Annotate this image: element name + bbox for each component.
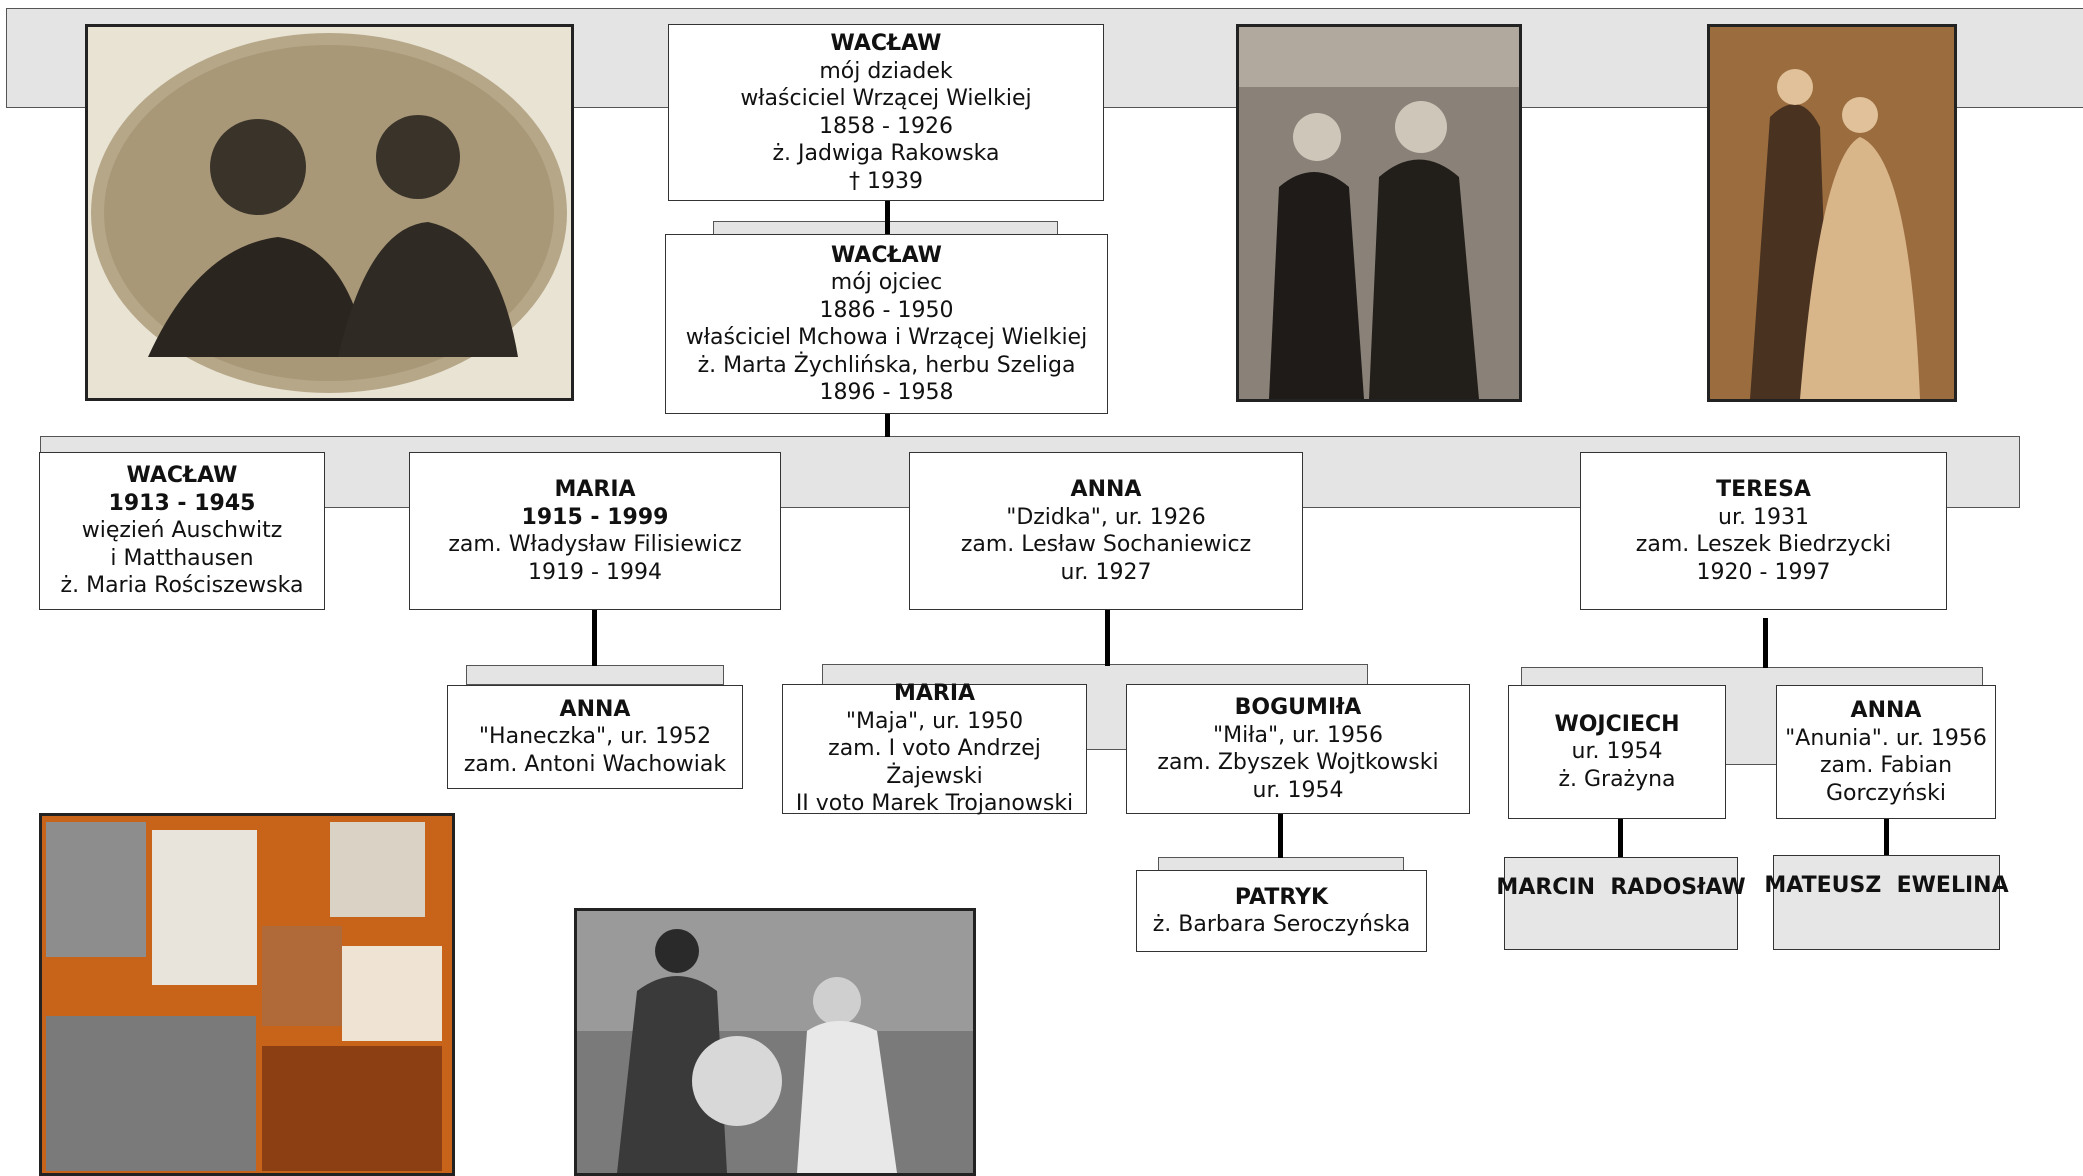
person-line: ur. 1954	[1252, 777, 1344, 803]
person-line: ż. Marta Żychlińska, herbu Szeliga	[697, 352, 1076, 378]
person-line: 1919 - 1994	[528, 559, 662, 585]
person-line: zam. Władysław Filisiewicz	[448, 532, 742, 557]
person-line: "Maja", ur. 1950	[845, 708, 1024, 734]
connector-anna-children	[1105, 610, 1110, 666]
person-box-grandchild-bogumila: BOGUMIłA "Miła", ur. 1956 zam. Zbyszek W…	[1126, 684, 1470, 814]
person-line: 1896 - 1958	[819, 380, 954, 405]
photo-couple-sepia	[1707, 24, 1957, 402]
photo-collage-family	[39, 813, 455, 1176]
person-line: zam. Zbyszek Wojtkowski	[1157, 750, 1439, 775]
person-line: zam. Leszek Biedrzycki	[1635, 532, 1892, 557]
person-line: zam. Lesław Sochaniewicz	[960, 532, 1252, 557]
person-box-great-grandchild-patryk: PATRYK ż. Barbara Seroczyńska	[1136, 870, 1427, 952]
person-line: mój ojciec	[830, 270, 943, 295]
person-line: 1858 - 1926	[819, 113, 953, 139]
person-box-child-teresa: TERESA ur. 1931 zam. Leszek Biedrzycki 1…	[1580, 452, 1947, 610]
connector-anna2-children	[1884, 818, 1889, 858]
person-line: ż. Barbara Seroczyńska	[1152, 912, 1411, 937]
person-line: ur. 1931	[1718, 504, 1809, 530]
person-line: właściciel Wrzącej Wielkiej	[740, 86, 1032, 111]
person-years: 1913 - 1945	[108, 490, 256, 516]
person-name: MARCIN RADOSłAW	[1496, 875, 1746, 900]
person-name: MARIA	[893, 681, 976, 707]
connector-father-children	[885, 413, 890, 437]
person-name: ANNA	[1070, 477, 1142, 502]
photo-family-garden	[574, 908, 976, 1176]
person-line: 1920 - 1997	[1696, 559, 1831, 585]
person-line: ur. 1927	[1060, 559, 1152, 585]
person-line: i Matthausen	[110, 545, 254, 571]
person-line: Gorczyński	[1826, 780, 1946, 806]
person-line: ż. Grażyna	[1558, 766, 1676, 792]
person-box-child-maria: MARIA 1915 - 1999 zam. Władysław Filisie…	[409, 452, 781, 610]
person-line: ż. Maria Rościszewska	[60, 573, 304, 599]
person-line: zam. Antoni Wachowiak	[463, 751, 727, 777]
maria-children-band	[466, 665, 724, 685]
person-box-great-grandchildren-mateusz-ewelina: MATEUSZ EWELINA	[1764, 855, 2009, 950]
person-box-child-anna: ANNA "Dzidka", ur. 1926 zam. Lesław Soch…	[909, 452, 1303, 610]
person-box-father: WACŁAW mój ojciec 1886 - 1950 właściciel…	[665, 234, 1108, 414]
person-line: więzień Auschwitz	[81, 518, 283, 544]
person-name: BOGUMIłA	[1234, 695, 1362, 720]
person-line: † 1939	[849, 168, 923, 194]
person-name: WOJCIECH	[1554, 711, 1680, 737]
connector-bogumila-children	[1278, 814, 1283, 858]
person-line: ur. 1954	[1571, 739, 1663, 765]
person-box-grandchild-wojciech: WOJCIECH ur. 1954 ż. Grażyna	[1508, 685, 1726, 819]
person-line: "Anunia". ur. 1956	[1785, 725, 1987, 751]
person-name: MARIA	[554, 477, 636, 502]
person-line: 1886 - 1950	[819, 297, 954, 323]
person-line: "Haneczka", ur. 1952	[478, 724, 712, 750]
photo-two-men-in-winter-coats	[1236, 24, 1522, 402]
person-line: mój dziadek	[819, 58, 953, 84]
person-box-child-waclaw: WACŁAW 1913 - 1945 więzień Auschwitz i M…	[39, 452, 325, 610]
person-line: "Miła", ur. 1956	[1213, 722, 1383, 748]
person-name: ANNA	[1850, 698, 1922, 723]
person-name: WACŁAW	[831, 242, 942, 268]
person-name: WACŁAW	[126, 463, 238, 489]
person-line: zam. Fabian	[1819, 753, 1953, 778]
person-box-great-grandchildren-marcin-radoslaw: MARCIN RADOSłAW	[1496, 857, 1746, 950]
connector-teresa-children	[1763, 618, 1768, 668]
connector-maria-children	[592, 610, 597, 666]
person-box-grandchild-maria-maja: MARIA "Maja", ur. 1950 zam. I voto Andrz…	[782, 681, 1087, 816]
person-name: ANNA	[559, 696, 631, 722]
connector-grandfather-father	[885, 200, 890, 236]
person-name: MATEUSZ EWELINA	[1764, 873, 2009, 898]
person-name: WACŁAW	[830, 31, 942, 56]
person-line: II voto Marek Trojanowski	[795, 791, 1074, 817]
person-box-grandfather: WACŁAW mój dziadek właściciel Wrzącej Wi…	[668, 24, 1104, 201]
person-line: "Dzidka", ur. 1926	[1006, 504, 1206, 530]
person-name: PATRYK	[1234, 884, 1329, 910]
person-box-grandchild-anna-anunia: ANNA "Anunia". ur. 1956 zam. Fabian Gorc…	[1776, 685, 1996, 819]
person-name: TERESA	[1716, 477, 1811, 502]
connector-wojciech-children	[1618, 818, 1623, 858]
person-line: zam. I voto Andrzej Żajewski	[828, 736, 1041, 789]
person-years: 1915 - 1999	[521, 504, 669, 530]
person-line: ż. Jadwiga Rakowska	[772, 141, 1000, 166]
person-line: właściciel Mchowa i Wrzącej Wielkiej	[685, 325, 1088, 350]
person-box-grandchild-anna-haneczka: ANNA "Haneczka", ur. 1952 zam. Antoni Wa…	[447, 685, 743, 789]
photo-father-and-son	[85, 24, 574, 401]
